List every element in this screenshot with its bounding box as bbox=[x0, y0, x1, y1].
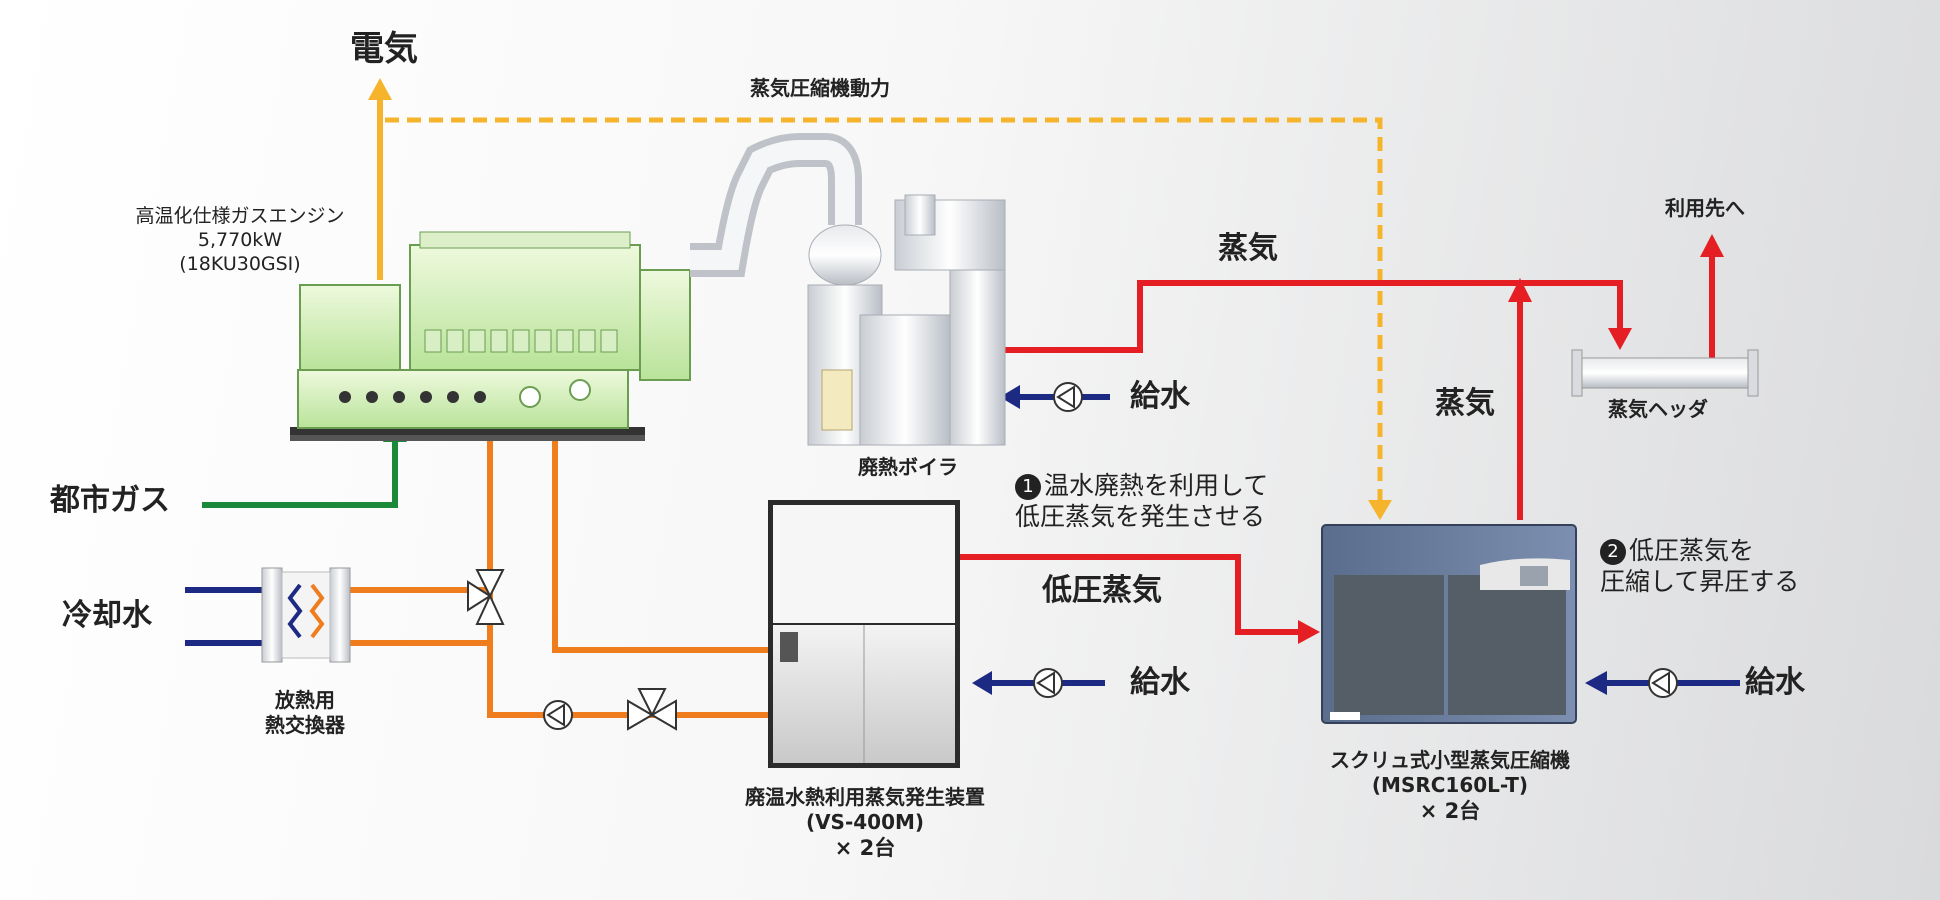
waste-heat-boiler bbox=[807, 194, 1006, 446]
steam-label-right: 蒸気 bbox=[1435, 386, 1495, 421]
pump-icon bbox=[543, 700, 573, 730]
exhaust-duct bbox=[690, 133, 862, 277]
low-pressure-steam-label: 低圧蒸気 bbox=[1042, 573, 1162, 608]
gas-engine bbox=[290, 231, 691, 439]
electricity-line bbox=[368, 78, 392, 280]
hot-water-steam-generator bbox=[768, 500, 960, 768]
city-gas-label: 都市ガス bbox=[50, 483, 170, 518]
cooling-water-lines bbox=[185, 587, 262, 646]
steam-header-label: 蒸気ヘッダ bbox=[1608, 397, 1708, 421]
steam-line-boiler bbox=[1000, 280, 1632, 353]
pump-icon bbox=[1033, 668, 1063, 698]
compressor-power-line bbox=[385, 117, 1392, 520]
steam-label-top: 蒸気 bbox=[1218, 231, 1278, 266]
radiator-label: 放熱用 熱交換器 bbox=[265, 688, 345, 737]
screw-steam-compressor bbox=[1321, 524, 1577, 724]
pump-icon bbox=[1648, 668, 1678, 698]
hot-water-unit-label: 廃温水熱利用蒸気発生装置 (VS-400M) × 2台 bbox=[745, 785, 985, 860]
low-pressure-steam-line bbox=[960, 554, 1320, 644]
step2-number-badge: 2 bbox=[1600, 539, 1626, 565]
feedwater-compressor-label: 給水 bbox=[1745, 665, 1805, 700]
hot-water-lines bbox=[345, 420, 770, 718]
engine-base bbox=[290, 435, 645, 441]
heat-exchanger bbox=[261, 567, 351, 663]
valve-icon bbox=[467, 569, 505, 625]
valve-icon bbox=[627, 688, 677, 731]
compressor-label: スクリュ式小型蒸気圧縮機 (MSRC160L-T) × 2台 bbox=[1330, 748, 1570, 823]
electricity-label: 電気 bbox=[350, 29, 418, 69]
feedwater-hotwater-label: 給水 bbox=[1130, 665, 1190, 700]
cooling-water-label: 冷却水 bbox=[62, 598, 152, 633]
steam-header bbox=[1571, 349, 1759, 397]
compressor-power-label: 蒸気圧縮機動力 bbox=[750, 76, 890, 100]
steam-line-destination bbox=[1700, 234, 1724, 360]
step1-number-badge: 1 bbox=[1015, 474, 1041, 500]
pump-icon bbox=[1053, 382, 1083, 412]
engine-label: 高温化仕様ガスエンジン 5,770kW (18KU30GSI) bbox=[135, 205, 345, 275]
feedwater-boiler-label: 給水 bbox=[1130, 379, 1190, 414]
boiler-label: 廃熱ボイラ bbox=[858, 455, 958, 479]
steam-line-compressor bbox=[1508, 278, 1532, 520]
destination-label: 利用先へ bbox=[1665, 196, 1745, 220]
